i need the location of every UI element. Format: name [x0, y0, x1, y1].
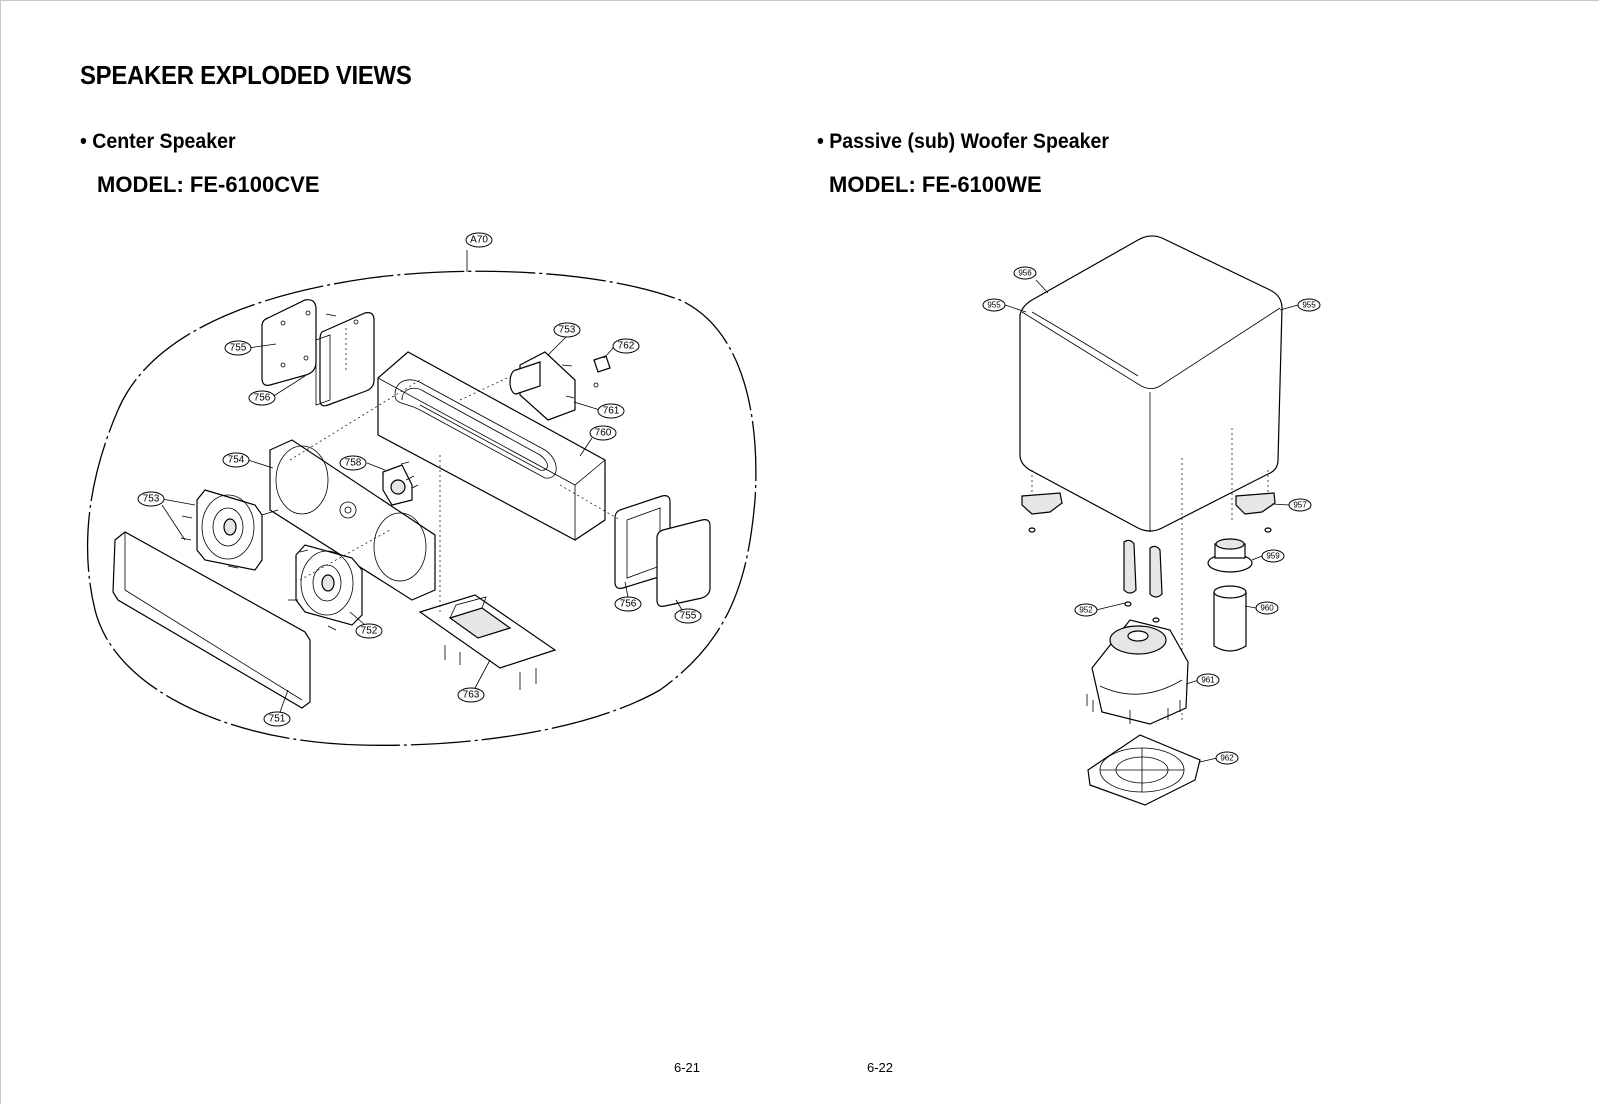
callout-755-top: 755: [224, 340, 252, 356]
callout-955-right-label: 955: [1302, 301, 1316, 310]
woofer-speaker-model: MODEL: FE-6100WE: [829, 172, 1042, 197]
callout-755-right-label: 755: [680, 611, 697, 622]
part-960-port-tube: [1213, 585, 1247, 652]
callout-959-label: 959: [1266, 552, 1280, 561]
part-755-right-plate: [656, 519, 711, 607]
screws-woofer: [1086, 694, 1181, 724]
part-959-terminal: [1207, 538, 1253, 573]
part-753-left-woofer: [196, 489, 279, 571]
page-number-right: 6-22: [867, 1060, 894, 1075]
callout-753-left: 753: [137, 491, 165, 507]
part-952-handles: [1123, 539, 1163, 623]
callout-752: 752: [355, 623, 383, 639]
callout-761-label: 761: [603, 406, 620, 417]
callout-762-label: 762: [618, 341, 635, 352]
center-speaker-heading: • Center Speaker: [80, 130, 236, 153]
callout-758-label: 758: [345, 458, 362, 469]
callout-763-label: 763: [463, 690, 480, 701]
callout-756-top-label: 756: [254, 393, 271, 404]
part-957-feet: [1021, 470, 1276, 533]
callout-957: 957: [1288, 498, 1312, 512]
callout-752-label: 752: [361, 626, 378, 637]
callout-962: 962: [1215, 751, 1239, 765]
callout-961: 961: [1196, 673, 1220, 687]
callout-763: 763: [457, 687, 485, 703]
page-number-left: 6-21: [674, 1060, 701, 1075]
part-751-grille: [112, 531, 311, 709]
callout-755-top-label: 755: [230, 343, 247, 354]
part-760-enclosure: [377, 351, 606, 541]
callout-956-label: 956: [1018, 269, 1032, 278]
callout-756-right-label: 756: [620, 599, 637, 610]
center-speaker-diagram: A70 753 762 755 756 761 760 754 758 753 …: [86, 232, 757, 746]
part-755-top-plate: [261, 299, 317, 386]
callout-753-left-label: 753: [143, 494, 160, 505]
assembly-boundary: [86, 270, 757, 746]
page-title: SPEAKER EXPLODED VIEWS: [80, 60, 412, 90]
part-754-baffle: [269, 439, 436, 601]
callout-956: 956: [1013, 266, 1037, 280]
callout-761: 761: [597, 403, 625, 419]
callout-a70: A70: [465, 232, 493, 248]
callout-961-label: 961: [1201, 676, 1215, 685]
part-762-terminal: [593, 355, 611, 388]
screws-center: [180, 313, 621, 690]
callout-955-left: 955: [982, 298, 1006, 312]
callout-959: 959: [1261, 549, 1285, 563]
callout-955-left-label: 955: [987, 301, 1001, 310]
part-962-grille: [1087, 734, 1201, 806]
callout-760-label: 760: [595, 428, 612, 439]
center-leaders: [161, 336, 683, 713]
callout-755-right: 755: [674, 608, 702, 624]
woofer-speaker-heading: • Passive (sub) Woofer Speaker: [817, 130, 1109, 153]
part-961-woofer-driver: [1091, 619, 1189, 725]
callout-753-top: 753: [553, 322, 581, 338]
callout-957-label: 957: [1293, 501, 1307, 510]
callout-751: 751: [263, 711, 291, 727]
part-758-tweeter: [382, 464, 413, 506]
callout-a70-label: A70: [470, 235, 488, 246]
part-756-top-bracket: [315, 312, 375, 407]
callout-751-label: 751: [269, 714, 286, 725]
woofer-leaders: [1004, 279, 1299, 763]
part-752-lower-woofer: [295, 544, 363, 626]
center-speaker-model: MODEL: FE-6100CVE: [97, 172, 320, 197]
callout-756-top: 756: [248, 390, 276, 406]
callout-955-right: 955: [1297, 298, 1321, 312]
callout-754: 754: [222, 452, 250, 468]
part-753-top-port: [509, 351, 576, 421]
callout-952: 952: [1074, 603, 1098, 617]
part-763-base-plate: [418, 594, 557, 669]
callout-760: 760: [589, 425, 617, 441]
callout-758: 758: [339, 455, 367, 471]
callout-962-label: 962: [1220, 754, 1234, 763]
callout-952-label: 952: [1079, 606, 1093, 615]
callout-960-label: 960: [1260, 604, 1274, 613]
woofer-speaker-diagram: 956 955 955 957 959 952 960 961 962: [982, 235, 1321, 806]
callout-753-top-label: 753: [559, 325, 576, 336]
callout-762: 762: [612, 338, 640, 354]
part-955-cabinet: [1019, 235, 1283, 720]
callout-754-label: 754: [228, 455, 245, 466]
callout-960: 960: [1255, 601, 1279, 615]
callout-756-right: 756: [614, 596, 642, 612]
